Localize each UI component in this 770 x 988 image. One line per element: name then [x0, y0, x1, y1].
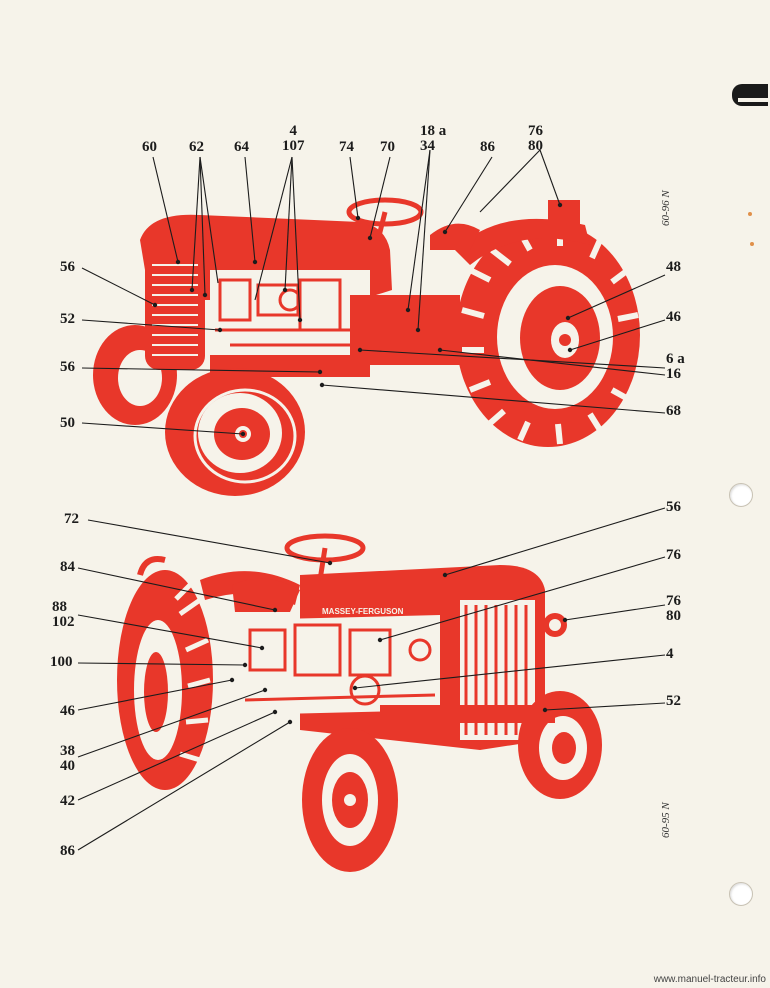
bottom-tractor-illustration — [117, 533, 602, 872]
callout-label: 84 — [60, 559, 75, 575]
callout-label: 4 — [666, 646, 674, 662]
callout-label: 4 107 — [282, 123, 305, 154]
callout-label: 76 — [666, 547, 681, 563]
binder-hole — [729, 882, 753, 906]
callout-label: 56 — [60, 259, 75, 275]
paper-speck — [748, 212, 752, 216]
site-watermark: www.manuel-tracteur.info — [653, 974, 766, 985]
callout-label: 64 — [234, 139, 249, 155]
callout-label: 46 — [60, 703, 75, 719]
bottom-leader-dots — [229, 560, 568, 725]
paper-speck — [750, 242, 754, 246]
bottom-leader-lines — [77, 507, 666, 851]
binder-hole — [729, 483, 753, 507]
callout-label: 38 40 — [60, 743, 75, 774]
callout-label: 46 — [666, 309, 681, 325]
callout-label: 56 — [60, 359, 75, 375]
callout-label: 18 a 34 — [420, 123, 447, 154]
callout-label: 6 a 16 — [666, 351, 685, 382]
diagram-reference-code: 60-96 N — [660, 190, 672, 226]
callout-label: 62 — [189, 139, 204, 155]
callout-label: 52 — [60, 311, 75, 327]
callout-label: 76 80 — [528, 123, 543, 154]
brand-plate: MASSEY-FERGUSON — [322, 607, 404, 616]
callout-label: 72 — [64, 511, 79, 527]
top-leader-dots — [152, 202, 573, 437]
callout-label: 86 — [480, 139, 495, 155]
callout-label: 76 80 — [666, 593, 681, 624]
callout-label: 50 — [60, 415, 75, 431]
top-tractor-illustration — [93, 197, 640, 496]
callout-label: 52 — [666, 693, 681, 709]
page-tab-marker — [732, 84, 768, 106]
callout-label: 74 — [339, 139, 354, 155]
callout-label: 48 — [666, 259, 681, 275]
callout-label: 56 — [666, 499, 681, 515]
callout-label: 86 — [60, 843, 75, 859]
diagram-reference-code: 60-95 N — [660, 802, 672, 838]
callout-label: 42 — [60, 793, 75, 809]
callout-label: 100 — [50, 654, 73, 670]
callout-label: 60 — [142, 139, 157, 155]
callout-label: 70 — [380, 139, 395, 155]
callout-label: 88 102 — [52, 599, 75, 630]
top-leader-lines — [81, 149, 666, 435]
callout-label: 68 — [666, 403, 681, 419]
